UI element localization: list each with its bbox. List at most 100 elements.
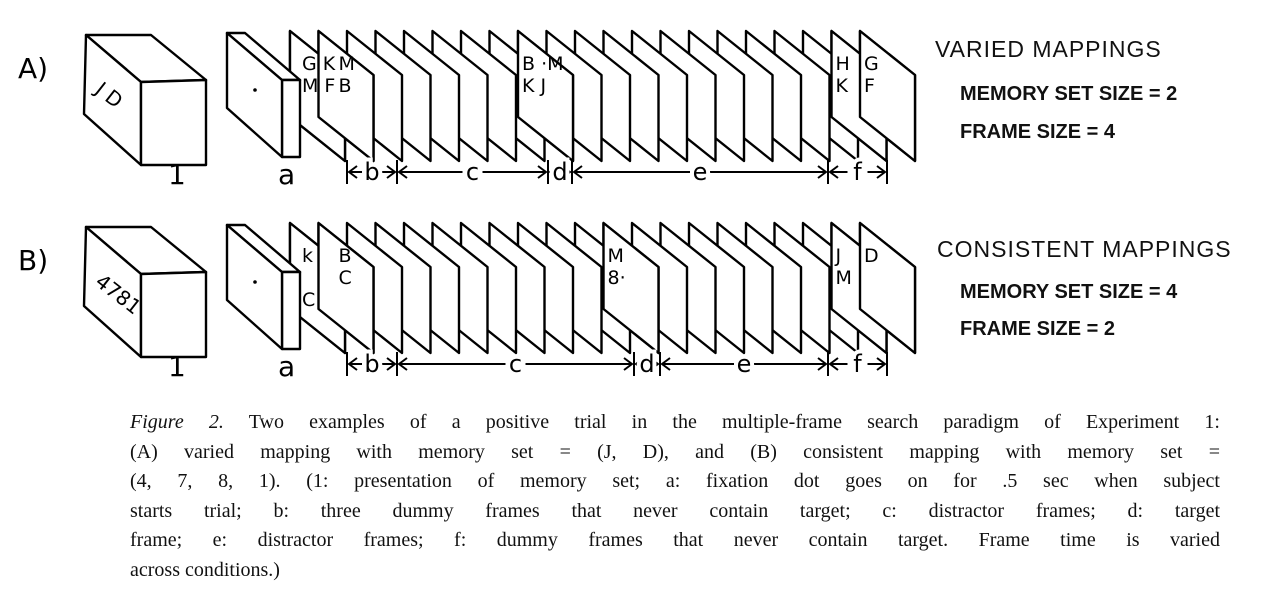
frame-letters: GF bbox=[864, 53, 879, 97]
frame-characters: G bbox=[864, 53, 879, 75]
frame-characters: B bbox=[339, 75, 352, 97]
letter-frame bbox=[858, 29, 917, 163]
frame-characters: D bbox=[864, 245, 879, 267]
caption-line: (4, 7, 8, 1). (1: presentation of memory… bbox=[130, 470, 1220, 493]
arrowhead-left bbox=[572, 165, 583, 179]
frame-characters: K J bbox=[522, 75, 546, 97]
frame-letters: k C bbox=[302, 245, 315, 311]
letter-frame bbox=[317, 29, 375, 163]
display-frame bbox=[858, 221, 917, 355]
arrowhead-right bbox=[876, 165, 887, 179]
frame-characters: M bbox=[339, 53, 355, 75]
frame-letters: MB bbox=[339, 53, 355, 97]
segment-label-d: d bbox=[639, 350, 654, 378]
row-a-frame-size: FRAME SIZE = 4 bbox=[960, 121, 1116, 143]
display-frame bbox=[317, 221, 375, 355]
row-b-title: CONSISTENT MAPPINGS bbox=[937, 236, 1232, 262]
fixation-dot bbox=[253, 280, 257, 284]
figure-label: Figure 2. bbox=[130, 411, 224, 433]
frame-letters: B ·MK J bbox=[522, 53, 564, 97]
arrowhead-right bbox=[649, 357, 660, 371]
step-label-1: 1 bbox=[168, 350, 186, 383]
frame-characters: B bbox=[339, 245, 352, 267]
arrowhead-right bbox=[876, 357, 887, 371]
caption-line: (A) varied mapping with memory set = (J,… bbox=[130, 440, 1220, 463]
caption-line: Figure 2. Two examples of a positive tri… bbox=[130, 408, 1220, 438]
display-frame bbox=[602, 221, 660, 355]
arrowhead-left bbox=[347, 165, 358, 179]
display-frame bbox=[317, 29, 375, 163]
segment-label-e: e bbox=[693, 158, 708, 186]
frame-characters: H bbox=[836, 53, 850, 75]
fixation-box-front bbox=[225, 223, 284, 351]
frame-letters: D bbox=[864, 245, 879, 267]
frame-characters: C bbox=[302, 289, 315, 311]
arrowhead-left bbox=[397, 165, 408, 179]
arrowhead-left bbox=[397, 357, 408, 371]
frame-characters: B ·M bbox=[522, 53, 564, 75]
display-frame bbox=[858, 29, 917, 163]
arrowhead-right bbox=[817, 357, 828, 371]
segment-label-e: e bbox=[737, 350, 752, 378]
frame-characters: M bbox=[608, 245, 624, 267]
step-label-1: 1 bbox=[168, 158, 186, 191]
arrowhead-left bbox=[347, 357, 358, 371]
arrowhead-left bbox=[634, 357, 645, 371]
arrowhead-right bbox=[537, 165, 548, 179]
row-a-memory-set-size: MEMORY SET SIZE = 2 bbox=[960, 83, 1178, 105]
fixation-box-side bbox=[280, 270, 302, 351]
segment-label-f: f bbox=[853, 158, 862, 186]
fixation-dot bbox=[253, 88, 257, 92]
segment-label-c: c bbox=[466, 158, 479, 186]
segment-label-b: b bbox=[364, 350, 379, 378]
frame-characters: K bbox=[836, 75, 849, 97]
frame-letters: BC bbox=[339, 245, 352, 289]
frame-characters: 8· bbox=[608, 267, 626, 289]
frame-characters: G K bbox=[302, 53, 336, 75]
letter-frame bbox=[317, 221, 375, 355]
segment-label-d: d bbox=[552, 158, 567, 186]
frame-letters: M8· bbox=[608, 245, 626, 289]
frame-characters: C bbox=[339, 267, 352, 289]
letter-frame bbox=[602, 221, 660, 355]
row-label: A) bbox=[18, 52, 48, 85]
arrowhead-right bbox=[623, 357, 634, 371]
arrowhead-right bbox=[386, 165, 397, 179]
arrowhead-left bbox=[548, 165, 559, 179]
frame-characters: F bbox=[864, 75, 875, 97]
fixation-box-front bbox=[225, 31, 284, 159]
row-a-title: VARIED MAPPINGS bbox=[935, 36, 1162, 62]
row-b-frame-size: FRAME SIZE = 2 bbox=[960, 318, 1116, 340]
figure-caption: Figure 2. Two examples of a positive tri… bbox=[130, 408, 1220, 586]
letter-frame bbox=[858, 221, 917, 355]
arrowhead-left bbox=[660, 357, 671, 371]
arrowhead-right bbox=[561, 165, 572, 179]
step-label-a: a bbox=[278, 158, 295, 191]
frame-characters: M bbox=[836, 267, 852, 289]
frame-characters: J bbox=[835, 245, 842, 267]
frame-characters: k bbox=[302, 245, 313, 267]
fixation-box-side bbox=[280, 78, 302, 159]
segment-label-f: f bbox=[853, 350, 862, 378]
caption-text: Two examples of a positive trial in the … bbox=[223, 411, 1220, 433]
step-label-a: a bbox=[278, 350, 295, 383]
caption-line: frame; e: distractor frames; f: dummy fr… bbox=[130, 529, 1220, 552]
row-label: B) bbox=[18, 244, 48, 277]
frame-letters: HK bbox=[836, 53, 850, 97]
arrowhead-right bbox=[817, 165, 828, 179]
frame-letters: JM bbox=[835, 245, 852, 289]
segment-label-c: c bbox=[509, 350, 522, 378]
caption-line: across conditions.) bbox=[130, 558, 280, 581]
cube-front-face bbox=[139, 270, 208, 359]
frame-letters: G KM F bbox=[302, 53, 336, 97]
frame-characters: M F bbox=[302, 75, 335, 97]
segment-label-b: b bbox=[364, 158, 379, 186]
cube-front-face bbox=[139, 78, 208, 167]
arrowhead-left bbox=[828, 165, 839, 179]
arrowhead-left bbox=[828, 357, 839, 371]
arrowhead-right bbox=[386, 357, 397, 371]
row-b-memory-set-size: MEMORY SET SIZE = 4 bbox=[960, 281, 1178, 303]
